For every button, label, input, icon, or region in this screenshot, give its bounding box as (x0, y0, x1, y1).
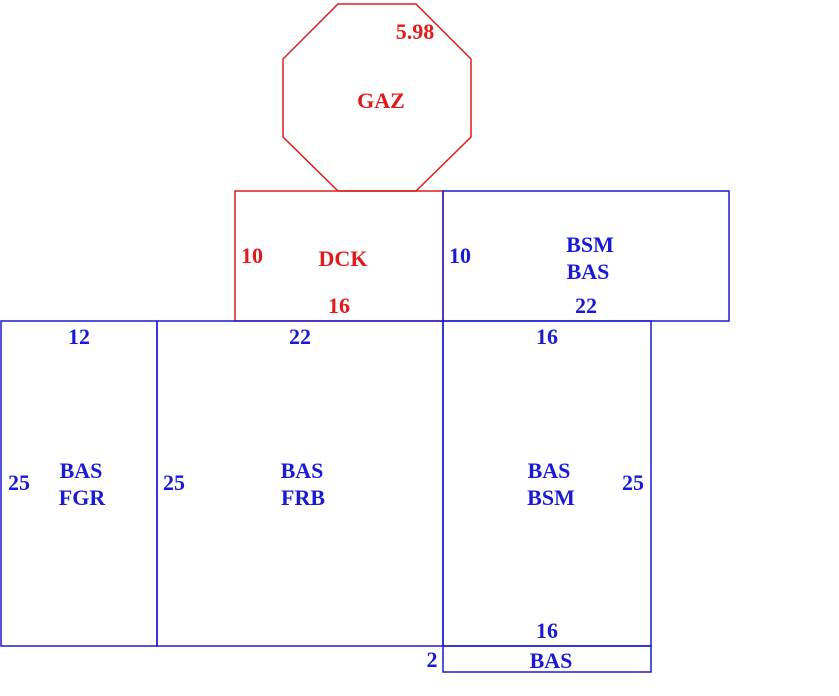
bas-fgr-side-dim: 25 (8, 470, 30, 495)
gaz-label: GAZ (357, 88, 405, 113)
gaz-value: 5.98 (396, 19, 435, 44)
bas-frb-side-dim: 25 (163, 470, 185, 495)
bsm-bas-side-dim: 10 (449, 243, 471, 268)
bas-fgr-label-1: BAS (60, 458, 103, 483)
dck-bottom-dim: 16 (328, 293, 350, 318)
bas-strip-label: BAS (530, 648, 573, 673)
bas-frb-top-dim: 22 (289, 324, 311, 349)
bas-bsm-label-2: BSM (527, 485, 575, 510)
bsm-bas-label-2: BAS (567, 259, 610, 284)
dck-side-dim: 10 (241, 243, 263, 268)
bas-frb-label-1: BAS (281, 458, 324, 483)
bsm-bas-label-1: BSM (566, 232, 614, 257)
bas-strip-side-dim: 2 (427, 647, 438, 672)
bas-fgr-label-2: FGR (59, 485, 107, 510)
bas-bsm-bottom-dim: 16 (536, 618, 558, 643)
bas-bsm-label-1: BAS (528, 458, 571, 483)
bas-bsm-room (442, 320, 652, 647)
bas-strip (442, 645, 652, 673)
bas-frb-label-2: FRB (281, 485, 325, 510)
bas-frb-room (156, 320, 444, 647)
bas-bsm-side-dim: 25 (622, 470, 644, 495)
bas-bsm-top-dim: 16 (536, 324, 558, 349)
bsm-bas-bottom-dim: 22 (575, 293, 597, 318)
dck-label: DCK (319, 246, 368, 271)
bas-fgr-top-dim: 12 (68, 324, 90, 349)
